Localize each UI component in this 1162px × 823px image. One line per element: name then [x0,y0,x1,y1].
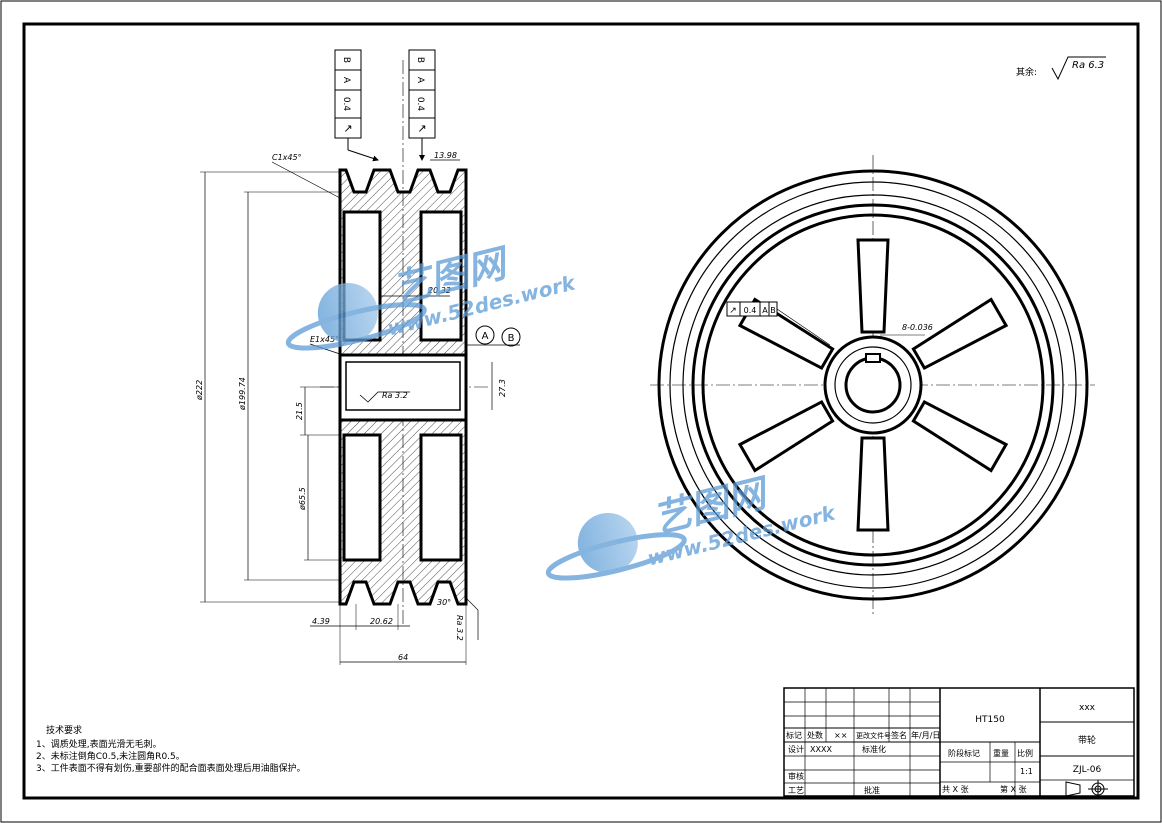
svg-text:签名: 签名 [891,730,907,740]
groove-angle-label: 30° [437,598,451,607]
section-view: C1x45° 13.98 20.32 E1x45° A B Ra 3.2 27.… [195,60,521,665]
svg-text:处数: 处数 [807,730,823,740]
datum-b-symbol: B [501,327,521,347]
tech-line-1: 1、调质处理,表面光滑无毛刺。 [36,738,162,750]
inner-border [22,22,1140,800]
front-view: ↗ 0.4 A B 8-0.036 [650,155,1095,615]
svg-text:××: ×× [834,731,847,740]
svg-text:XXXX: XXXX [810,745,832,754]
frame-datum-b: B [415,57,425,63]
front-tolerance-frame: ↗ 0.4 A B [726,301,831,346]
groove-roughness-label: Ra 3.2 [455,615,464,641]
svg-text:第 X 张: 第 X 张 [1000,784,1027,794]
frame-value: 0.4 [341,97,351,112]
cavity [419,433,463,562]
roughness-value: Ra 6.3 [1072,60,1104,71]
frame-datum-a: A [415,77,425,84]
chamfer-top-label: C1x45° [272,153,302,162]
bore-dim-label: 8-0.036 [902,323,933,332]
frame-value: 0.4 [415,97,425,112]
svg-text:设计: 设计 [788,744,804,754]
hub-offset-label: 20.32 [428,286,451,295]
tech-title: 技术要求 [46,724,82,736]
svg-text:A: A [762,306,768,315]
runout-icon: ↗ [343,122,352,135]
svg-text:B: B [508,333,515,344]
svg-text:A: A [482,331,489,342]
pitch-dia-label: ø199.74 [238,377,247,411]
svg-text:B: B [770,306,776,315]
svg-text:0.4: 0.4 [744,306,757,315]
svg-text:批准: 批准 [864,785,880,795]
chamfer-bore-label: E1x45° [310,335,339,344]
drawing-no: ZJL-06 [1073,765,1102,775]
hub-len-label: 21.5 [295,402,304,420]
svg-text:审核: 审核 [788,771,804,781]
runout-icon: ↗ [417,122,426,135]
groove-width-label: 13.98 [434,151,457,160]
cavity [419,210,463,342]
scale: 1:1 [1020,767,1033,776]
svg-text:重量: 重量 [993,748,1009,758]
title-block-text: HT150 xxx 带轮 ZJL-06 标记 处数 ×× 更改文件号 签名 年/… [786,703,1101,795]
keyway [865,353,881,363]
svg-text:年/月/日: 年/月/日 [911,730,940,740]
frame-datum-a: A [341,77,351,84]
tech-line-2: 2、未标注倒角C0.5,未注圆角R0.5。 [36,750,185,762]
cavity [342,433,382,562]
groove-pitch-label: 20.62 [370,617,393,626]
keyway-depth-label: 27.3 [498,379,507,397]
tolerance-frame-right: B A 0.4 ↗ [408,49,436,161]
projection-symbol-icon [1065,780,1108,798]
svg-text:比例: 比例 [1017,748,1033,758]
roughness-prefix: 其余: [1016,66,1037,78]
edge-offset-label: 4.39 [312,617,330,626]
hub-dia-label: ø65.5 [298,487,307,511]
total-width-label: 64 [398,653,408,662]
roughness-note: 其余: Ra 6.3 [1016,56,1106,81]
tech-requirements: 技术要求 1、调质处理,表面光滑无毛刺。 2、未标注倒角C0.5,未注圆角R0.… [36,724,306,774]
title-block [783,687,1135,797]
svg-text:更改文件号: 更改文件号 [856,731,891,740]
svg-text:标记: 标记 [786,730,802,740]
watermark-2: 艺图网 www.52des.work [545,470,839,581]
bore-roughness-label: Ra 3.2 [382,391,408,400]
svg-text:阶段标记: 阶段标记 [948,748,980,758]
runout-icon: ↗ [729,306,737,316]
material: HT150 [975,715,1005,725]
tolerance-frame-left: B A 0.4 ↗ [334,49,379,162]
outer-dia-label: ø222 [195,380,204,401]
svg-text:共 X 张: 共 X 张 [942,785,969,794]
frame-datum-b: B [341,57,351,63]
company: xxx [1079,703,1096,713]
tech-line-3: 3、工件表面不得有划伤,重要部件的配合面表面处理后用油脂保护。 [36,762,306,774]
spoke-windows [737,238,1009,532]
svg-text:标准化: 标准化 [862,744,886,754]
part-name: 带轮 [1078,734,1096,746]
datum-a-symbol: A [475,325,495,345]
svg-text:工艺: 工艺 [788,786,804,795]
